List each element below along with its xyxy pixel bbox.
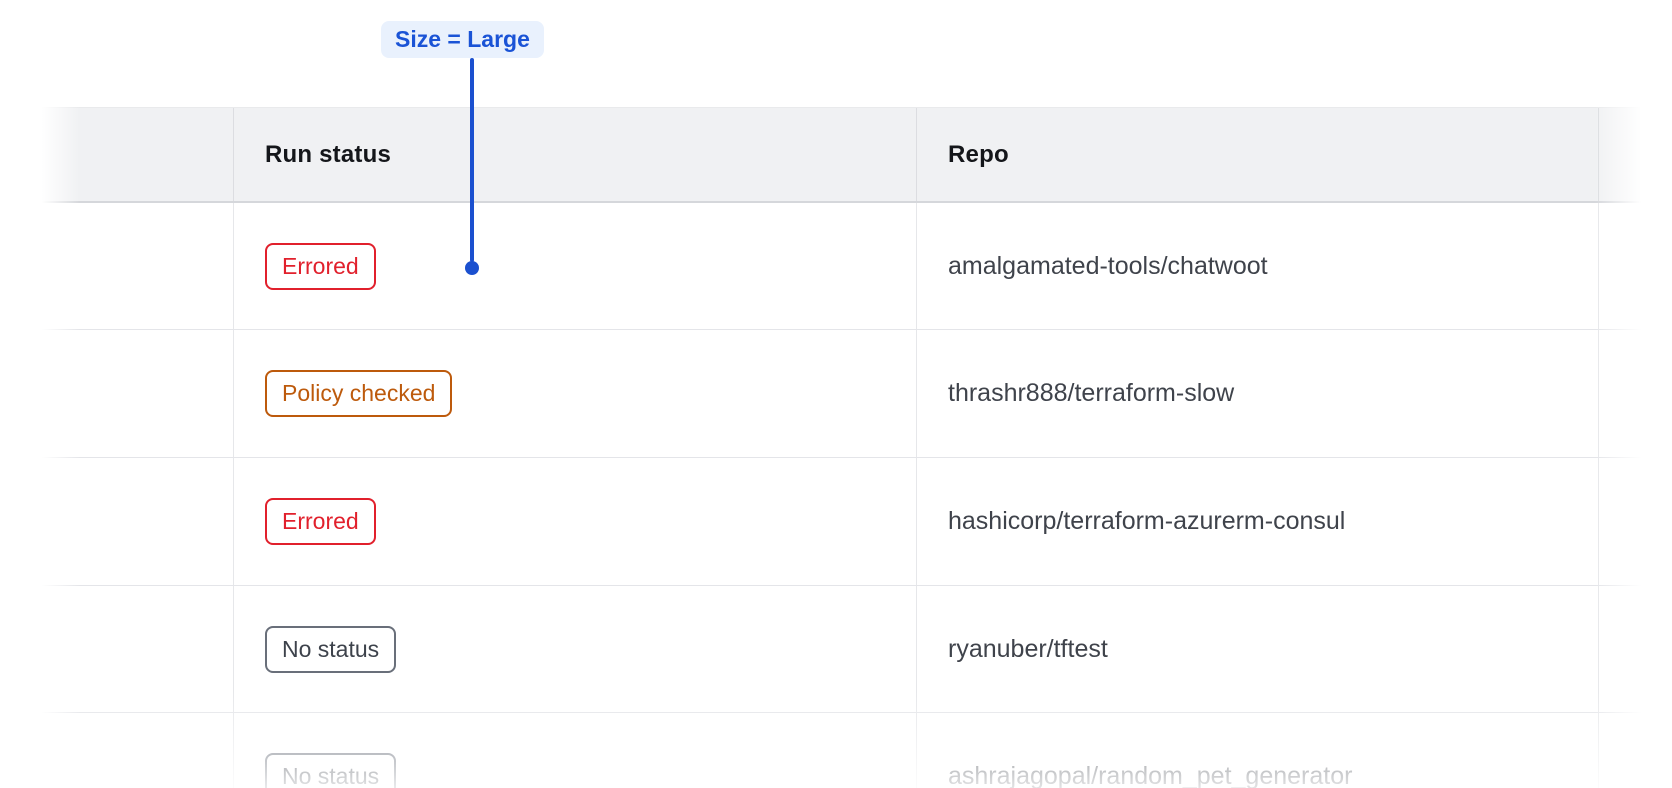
row-cell-repo: amalgamated-tools/chatwoot <box>916 203 1598 329</box>
row-cell-cropped <box>1598 330 1672 457</box>
table-row[interactable]: No status ashrajagopal/random_pet_genera… <box>0 713 1672 788</box>
run-status-badge: Policy checked <box>265 370 453 417</box>
row-cell-run-status: No status <box>233 713 916 788</box>
runs-table: Run status Repo Errored amalgamated-tool… <box>0 107 1672 788</box>
run-status-column-header: Run status <box>265 140 392 168</box>
row-cell-cropped <box>1598 203 1672 329</box>
repo-column-header: Repo <box>948 140 1009 168</box>
row-cell-cropped <box>1598 713 1672 788</box>
row-cell-repo: thrashr888/terraform-slow <box>916 330 1598 457</box>
run-status-badge: No status <box>265 753 397 788</box>
table-row[interactable]: Errored hashicorp/terraform-azurerm-cons… <box>0 458 1672 586</box>
row-cell-empty <box>0 586 233 712</box>
row-cell-run-status: Errored <box>233 458 916 585</box>
repo-name: thrashr888/terraform-slow <box>948 379 1235 407</box>
row-cell-cropped <box>1598 586 1672 712</box>
row-cell-run-status: No status <box>233 586 916 712</box>
row-cell-repo: ashrajagopal/random_pet_generator <box>916 713 1598 788</box>
annotation-label: Size = Large <box>381 21 544 58</box>
table-row[interactable]: No status ryanuber/tftest <box>0 586 1672 713</box>
table-header-row: Run status Repo <box>0 107 1672 203</box>
row-cell-cropped <box>1598 458 1672 585</box>
header-cell-cropped <box>1598 108 1672 201</box>
row-cell-empty <box>0 330 233 457</box>
repo-name: amalgamated-tools/chatwoot <box>948 251 1268 280</box>
row-cell-repo: hashicorp/terraform-azurerm-consul <box>916 458 1598 585</box>
table-row[interactable]: Errored amalgamated-tools/chatwoot <box>0 203 1672 330</box>
row-cell-run-status: Policy checked <box>233 330 916 457</box>
row-cell-empty <box>0 203 233 329</box>
header-cell-run-status: Run status <box>233 108 916 201</box>
table-row[interactable]: Policy checked thrashr888/terraform-slow <box>0 330 1672 458</box>
row-cell-run-status: Errored <box>233 203 916 329</box>
header-cell-repo: Repo <box>916 108 1598 201</box>
annotation-dot-icon <box>465 261 479 275</box>
repo-name: ashrajagopal/random_pet_generator <box>948 762 1353 788</box>
run-status-badge: Errored <box>265 242 376 290</box>
header-cell-empty <box>0 108 233 201</box>
row-cell-empty <box>0 458 233 585</box>
row-cell-empty <box>0 713 233 788</box>
run-status-badge: No status <box>265 625 397 673</box>
row-cell-repo: ryanuber/tftest <box>916 586 1598 712</box>
repo-name: hashicorp/terraform-azurerm-consul <box>948 507 1346 535</box>
repo-name: ryanuber/tftest <box>948 634 1108 663</box>
run-status-badge: Errored <box>265 498 376 545</box>
annotation-leader-line <box>470 58 474 262</box>
